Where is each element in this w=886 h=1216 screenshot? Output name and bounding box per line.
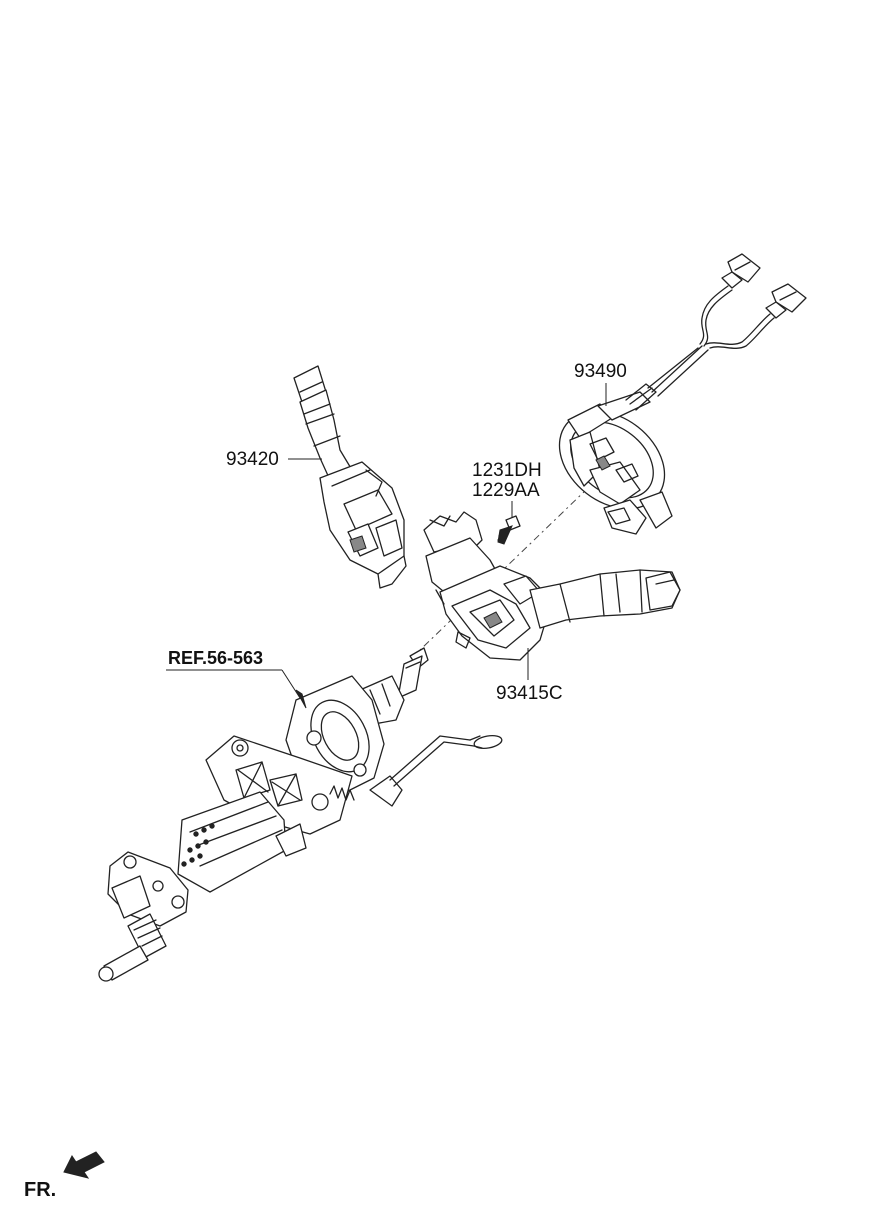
assembly-axis-line — [419, 487, 589, 651]
clock-spring-93490 — [558, 253, 807, 535]
label-ref: REF.56-563 — [168, 648, 264, 668]
label-93490: 93490 — [574, 361, 627, 382]
leader-ref — [166, 669, 307, 709]
harness-connector-b — [765, 283, 807, 319]
wiper-switch-93420 — [293, 365, 407, 589]
bolt-1231DH-1229AA — [497, 515, 521, 545]
column-vent-holes — [181, 823, 215, 867]
harness-connector-a — [721, 253, 761, 289]
light-switch-93415C — [423, 511, 681, 661]
label-93415C: 93415C — [496, 683, 563, 704]
steering-column — [98, 647, 503, 982]
front-indicator: FR. — [24, 1179, 57, 1201]
label-1231DH: 1231DH — [472, 460, 542, 481]
label-1229AA: 1229AA — [472, 480, 540, 501]
label-93420: 93420 — [226, 449, 279, 470]
arrow-left-down-icon — [63, 1151, 105, 1179]
